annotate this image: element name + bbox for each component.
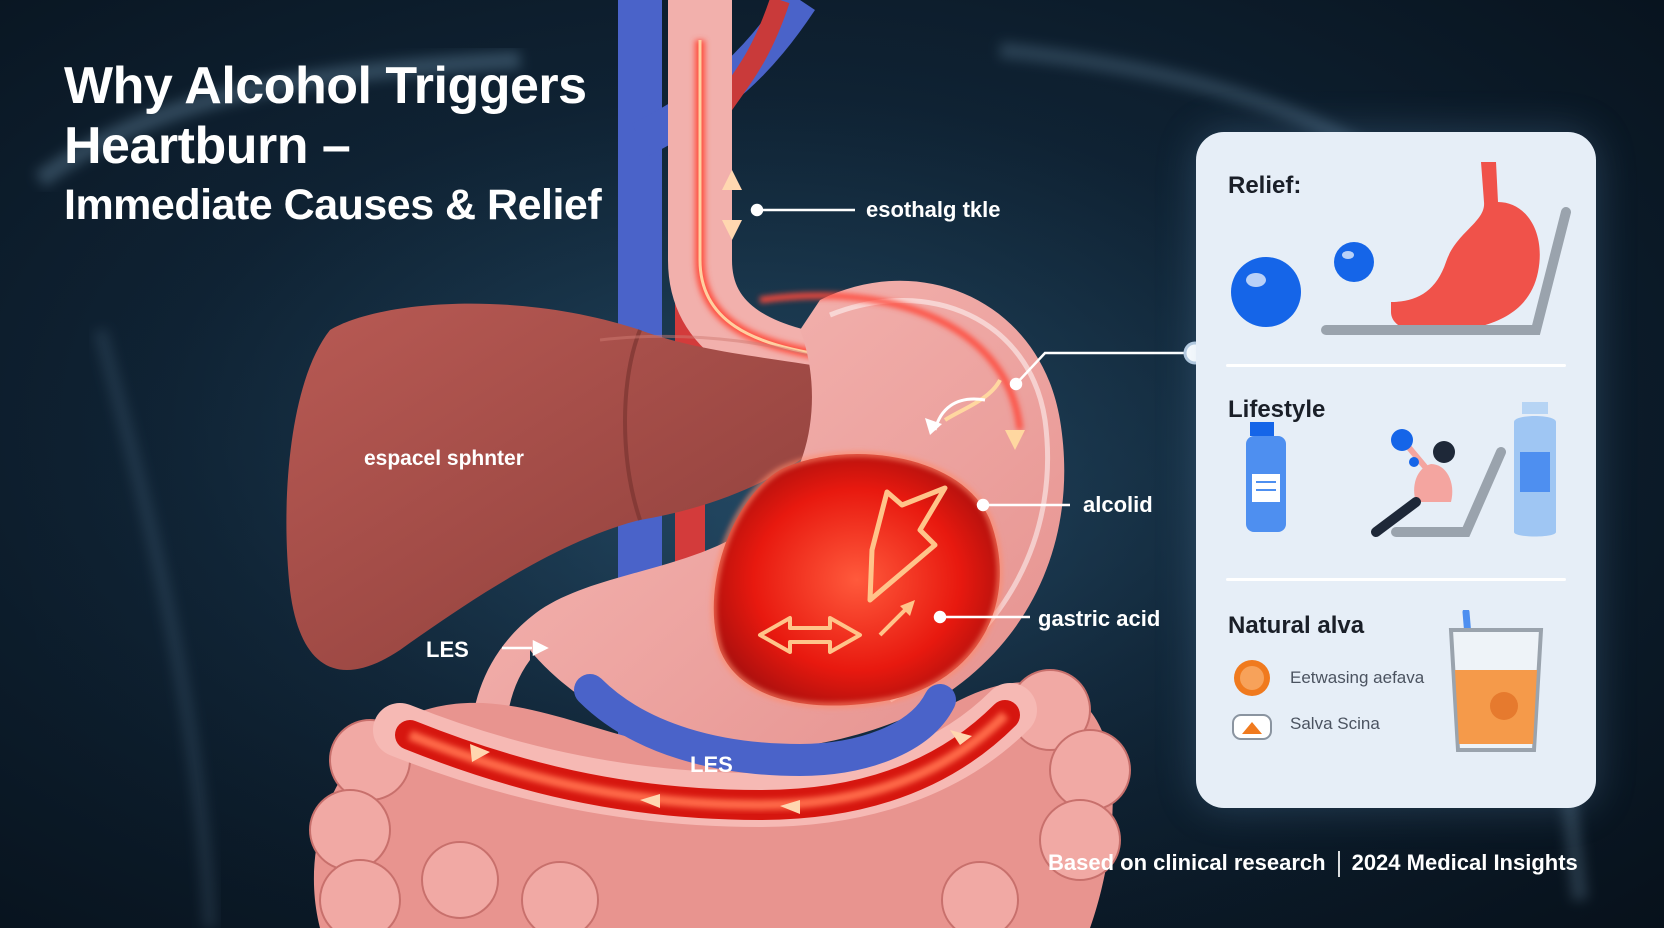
- label-sphincter: espacel sphnter: [364, 447, 524, 470]
- label-alcohol: alcolid: [1083, 492, 1153, 517]
- orange-circle-icon: [1232, 658, 1272, 698]
- lifestyle-illustration: [1246, 402, 1556, 537]
- label-les-left: LES: [426, 637, 469, 662]
- footer-insights: 2024 Medical Insights: [1351, 850, 1578, 875]
- intestines: [309, 669, 1131, 928]
- relief-heading: Relief:: [1228, 172, 1302, 199]
- title-line-2: Heartburn –: [64, 117, 351, 175]
- title-line-1: Why Alcohol Triggers: [64, 57, 587, 115]
- info-panel: Relief: Lifestyle: [1196, 132, 1596, 808]
- page-title: Why Alcohol Triggers Heartburn – Immedia…: [64, 56, 602, 232]
- panel-divider-1: [1226, 364, 1566, 367]
- relief-illustration: [1231, 162, 1571, 335]
- medicine-bottle-icon: [1246, 422, 1286, 532]
- natural-heading: Natural alva: [1228, 612, 1365, 639]
- natural-option-2: Salva Scina: [1290, 714, 1380, 733]
- blue-bubble-icon: [1231, 257, 1301, 327]
- person-relaxing-icon: [1371, 429, 1506, 537]
- small-bubble-icon: [1334, 242, 1374, 282]
- stomach: [470, 280, 1065, 801]
- stomach-icon: [1321, 162, 1571, 335]
- label-esophagus: esothalg tkle: [866, 197, 1001, 222]
- orange-tray-icon: [1232, 714, 1272, 742]
- natural-option-1: Eetwasing aefava: [1290, 668, 1425, 687]
- panel-divider-2: [1226, 578, 1566, 581]
- footer-source: Based on clinical research: [1048, 850, 1326, 875]
- title-subtitle: Immediate Causes & Relief: [64, 181, 602, 229]
- label-les-bottom: LES: [690, 752, 733, 777]
- drink-glass-icon: [1448, 610, 1544, 752]
- lifestyle-heading: Lifestyle: [1228, 396, 1326, 423]
- water-bottle-icon: [1514, 402, 1556, 537]
- label-gastric-acid: gastric acid: [1038, 606, 1161, 631]
- footer-credit: Based on clinical research 2024 Medical I…: [1048, 850, 1578, 878]
- footer-separator: [1337, 851, 1340, 878]
